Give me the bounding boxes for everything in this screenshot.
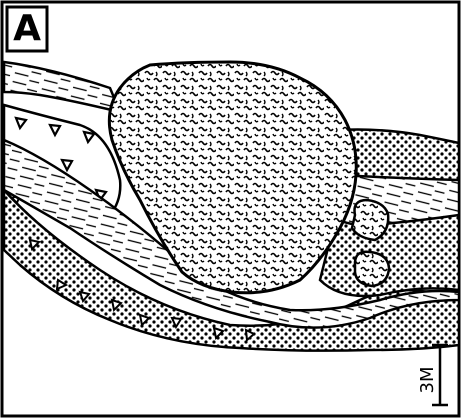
intrusive-bleb-small (352, 200, 388, 240)
panel-label: A (9, 9, 45, 49)
intrusive-bleb-lower (355, 252, 389, 286)
scale-bar-label: 3M (418, 360, 438, 400)
